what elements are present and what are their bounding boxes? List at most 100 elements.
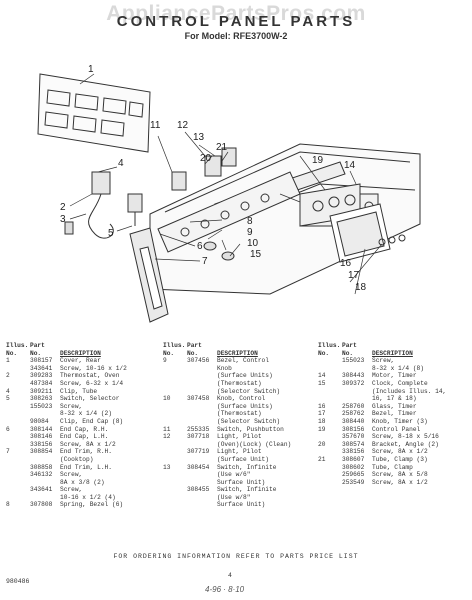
description-cell: Bracket, Angle (2)	[372, 440, 439, 448]
illus-no-cell	[163, 403, 187, 411]
table-row: 357670 Screw, 8-18 x 5/16	[318, 433, 470, 441]
part-no-cell: 308602	[342, 463, 365, 471]
part-no-cell	[187, 403, 217, 411]
part-no-cell	[30, 456, 60, 464]
part-no-cell: 487384	[30, 379, 53, 387]
illus-no-header: Illus.No.	[318, 342, 341, 357]
part-no-cell: 308455	[187, 486, 210, 494]
part-no-cell: 308854	[30, 448, 53, 456]
description-cell: End Cap, R.H.	[60, 425, 109, 433]
part-no-cell: 308858	[30, 463, 53, 471]
description-cell: Screw, 8-18 x 5/16	[372, 433, 439, 441]
table-row: 155023 Screw,	[6, 403, 158, 411]
callout-numbers: 1 2 3 4 5 6 7 8 9 10 11 12 13 14 15 16 1…	[60, 64, 367, 293]
part-no-cell: 308156	[342, 425, 365, 433]
part-no-cell: 308454	[187, 463, 210, 471]
illus-no-cell: 16	[318, 402, 326, 410]
table-row: (Thermostat)	[163, 380, 315, 388]
illus-no-cell	[318, 479, 342, 487]
illus-no-cell: 11	[163, 425, 171, 433]
description-cell: Switch, Infinite	[217, 463, 277, 471]
part-no-cell: 255335	[187, 425, 210, 433]
callout-14: 14	[344, 160, 356, 171]
part-no-cell: 155023	[30, 402, 53, 410]
illus-no-cell	[163, 441, 187, 449]
illus-no-cell	[6, 479, 30, 487]
part-no-cell: 307458	[187, 395, 210, 403]
leader-lines	[69, 73, 383, 295]
illus-no-cell: 6	[6, 425, 10, 433]
part-no-cell: 309372	[342, 379, 365, 387]
part-no-cell: 338156	[30, 440, 53, 448]
part-no-cell: 155023	[342, 357, 365, 365]
illus-no-cell	[163, 410, 187, 418]
watermark: AppliancePartsPros.com	[106, 2, 366, 25]
description-cell: Cover, Rear	[60, 357, 101, 365]
part-no-cell: 343641	[30, 364, 53, 372]
table-row: (Oven)(Lock) (Clean)	[163, 441, 315, 449]
illus-no-cell	[6, 441, 30, 449]
description-cell: Screw, 6-32 x 1/4	[60, 379, 124, 387]
illus-no-header: Illus.No.	[163, 342, 186, 357]
document-number: 980486	[6, 578, 30, 585]
table-row: (Use w/6"	[163, 471, 315, 479]
callout-6: 6	[197, 241, 203, 252]
table-row: (Includes Illus. 14,	[318, 388, 470, 396]
table-row: (Surface Units)	[163, 403, 315, 411]
description-cell: (Includes Illus. 14,	[372, 387, 447, 395]
table-row: 8-32 x 1/4 (8)	[318, 365, 470, 373]
description-cell: Screw,	[60, 486, 83, 494]
callout-19: 19	[312, 155, 324, 166]
table-row: (Use w/8"	[163, 494, 315, 502]
description-cell: Screw,	[60, 402, 83, 410]
part-no-cell: 308607	[342, 455, 365, 463]
illus-no-cell	[6, 403, 30, 411]
table-row: 487384 Screw, 6-32 x 1/4	[6, 380, 158, 388]
table-row: (Selector Switch)	[163, 388, 315, 396]
description-header: DESCRIPTION	[217, 349, 258, 357]
description-cell: Spring, Bezel (6)	[60, 501, 124, 509]
callout-9: 9	[247, 227, 253, 238]
part-no-cell	[187, 372, 217, 380]
illus-no-cell: 10	[163, 395, 171, 403]
description-cell: 8-32 x 1/4 (8)	[372, 364, 424, 372]
description-cell: Bezel, Timer	[372, 410, 417, 418]
illus-no-cell	[6, 365, 30, 373]
part-no-cell	[187, 471, 217, 479]
description-cell: 10-16 x 1/2 (4)	[60, 493, 116, 501]
illus-no-cell: 21	[318, 455, 326, 463]
exploded-parts-diagram: 1 2 3 4 5 6 7 8 9 10 11 12 13 14 15 16 1…	[37, 64, 421, 323]
description-cell: Screw, 8A x 1/2	[372, 448, 428, 456]
page-title: CONTROL PANEL PARTS	[116, 13, 356, 30]
timer-bezel-part	[329, 203, 391, 263]
illus-no-cell	[6, 456, 30, 464]
illus-no-cell	[163, 456, 187, 464]
illus-no-cell	[163, 479, 187, 487]
illus-no-cell	[318, 448, 342, 456]
part-no-cell: 259665	[342, 471, 365, 479]
handwritten-date-mark: 4-96 · 8·10	[205, 585, 245, 594]
part-no-cell: 357670	[342, 433, 365, 441]
description-cell: Tube, Clamp (3)	[372, 455, 428, 463]
illus-no-cell	[163, 448, 187, 456]
part-no-cell	[187, 380, 217, 388]
part-no-cell: 308574	[342, 440, 365, 448]
part-no-cell	[30, 494, 60, 502]
callout-21: 21	[216, 142, 228, 153]
illus-no-cell	[163, 365, 187, 373]
description-cell: Knob, Control	[217, 395, 266, 403]
description-cell: (Surface Units)	[217, 372, 273, 380]
part-no-cell	[342, 388, 372, 396]
illus-no-cell	[318, 471, 342, 479]
description-cell: (Thermostat)	[217, 379, 262, 387]
description-cell: Surface Unit)	[217, 501, 266, 509]
